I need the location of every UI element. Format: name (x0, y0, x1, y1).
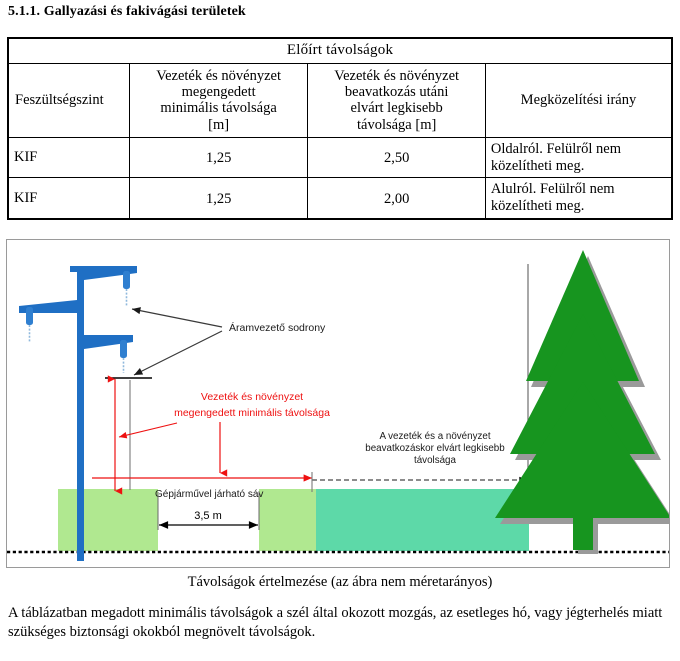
header-after-intervention-line3: elvárt legkisebb (350, 100, 443, 117)
grass-strip-left (58, 489, 158, 551)
header-min-distance-line3: minimális távolsága (160, 100, 277, 117)
pole-crossarm-top-right (84, 266, 137, 280)
header-min-distance: Vezeték és növényzet megengedett minimál… (128, 62, 309, 138)
header-after-intervention: Vezeték és növényzet beavatkozás utáni e… (307, 62, 486, 138)
header-after-intervention-line4: távolsága [m] (356, 116, 437, 133)
pole-mast (77, 266, 84, 561)
min-distance-label-leader (118, 422, 178, 439)
insulator-top-right (123, 271, 130, 307)
after-intervention-label-line1: A vezeték és a növényzet (379, 431, 490, 442)
prescribed-distances-table-wrapper: Előírt távolságok Feszültségszint Vezeté… (7, 37, 673, 220)
lane-width-value: 3,5 m (194, 510, 222, 522)
distance-diagram-figure: Áramvezető sodrony Vezeték és növényzet … (6, 239, 670, 568)
cell-after-intervention: 2,50 (307, 136, 486, 179)
ground-bands (58, 489, 529, 551)
pole-crossarm-top-left-stub (70, 266, 84, 272)
table-title-row: Előírt távolságok (7, 37, 673, 64)
header-after-intervention-line2: beavatkozás utáni (344, 84, 449, 101)
section-heading: 5.1.1. Gallyazási és fakivágási területe… (8, 4, 246, 19)
clearance-zone-band (316, 489, 529, 551)
header-min-distance-line4: [m] (208, 116, 230, 133)
header-approach-direction: Megközelítési irány (484, 62, 673, 138)
pole-crossarm-lower-right (84, 335, 133, 349)
header-min-distance-line1: Vezeték és növényzet (156, 67, 282, 84)
after-intervention-label-line2: beavatkozáskor elvárt legkisebb (365, 443, 505, 454)
cell-approach-direction: Oldalról. Felülről nem közelítheti meg. (484, 136, 673, 179)
distance-diagram-svg: Áramvezető sodrony Vezeték és növényzet … (7, 250, 669, 561)
cell-approach-direction-line2: közelítheti meg. (490, 157, 585, 174)
header-voltage-level: Feszültségszint (7, 62, 130, 138)
cell-min-distance: 1,25 (128, 136, 309, 179)
insulator-lower-right (120, 340, 127, 373)
header-min-distance-line2: megengedett (181, 84, 256, 101)
insulator-middle-left (26, 307, 33, 343)
after-intervention-label-line3: távolsága (414, 455, 456, 466)
table-title: Előírt távolságok (7, 37, 673, 64)
header-after-intervention-line1: Vezeték és növényzet (334, 67, 460, 84)
figure-note: A táblázatban megadott minimális távolsá… (8, 604, 672, 642)
cell-voltage-level: KIF (7, 177, 130, 220)
conductor-leader-lines (131, 307, 223, 376)
table-row: KIF 1,25 2,00 Alulról. Felülről nem köze… (7, 177, 673, 220)
grass-strip-middle (259, 489, 316, 551)
table-row: KIF 1,25 2,50 Oldalról. Felülről nem köz… (7, 136, 673, 179)
min-distance-label-line1: Vezeték és növényzet (201, 391, 303, 403)
cell-voltage-level: KIF (7, 136, 130, 179)
utility-pole (19, 266, 137, 561)
drivable-lane-label: Gépjárművel járható sáv (155, 489, 263, 500)
figure-caption: Távolságok értelmezése (az ábra nem mére… (187, 574, 493, 590)
figure-note-line2: jégterhelés miatt szükséges biztonsági o… (8, 605, 663, 641)
cell-approach-direction-line2: közelítheti meg. (490, 198, 585, 215)
pole-crossarm-middle-left (19, 300, 77, 313)
tree-body (495, 250, 669, 550)
conductor-label: Áramvezető sodrony (229, 321, 326, 334)
cell-approach-direction-line1: Alulról. Felülről nem (490, 181, 615, 198)
table-header-row: Feszültségszint Vezeték és növényzet meg… (7, 62, 673, 138)
cell-approach-direction: Alulról. Felülről nem közelítheti meg. (484, 177, 673, 220)
figure-note-line1: A táblázatban megadott minimális távolsá… (8, 605, 563, 621)
cell-min-distance: 1,25 (128, 177, 309, 220)
tree (495, 250, 669, 554)
prescribed-distances-table: Előírt távolságok Feszültségszint Vezeté… (7, 37, 673, 220)
cell-after-intervention: 2,00 (307, 177, 486, 220)
min-distance-label-line2: megengedett minimális távolsága (174, 407, 330, 419)
cell-approach-direction-line1: Oldalról. Felülről nem (490, 140, 621, 157)
